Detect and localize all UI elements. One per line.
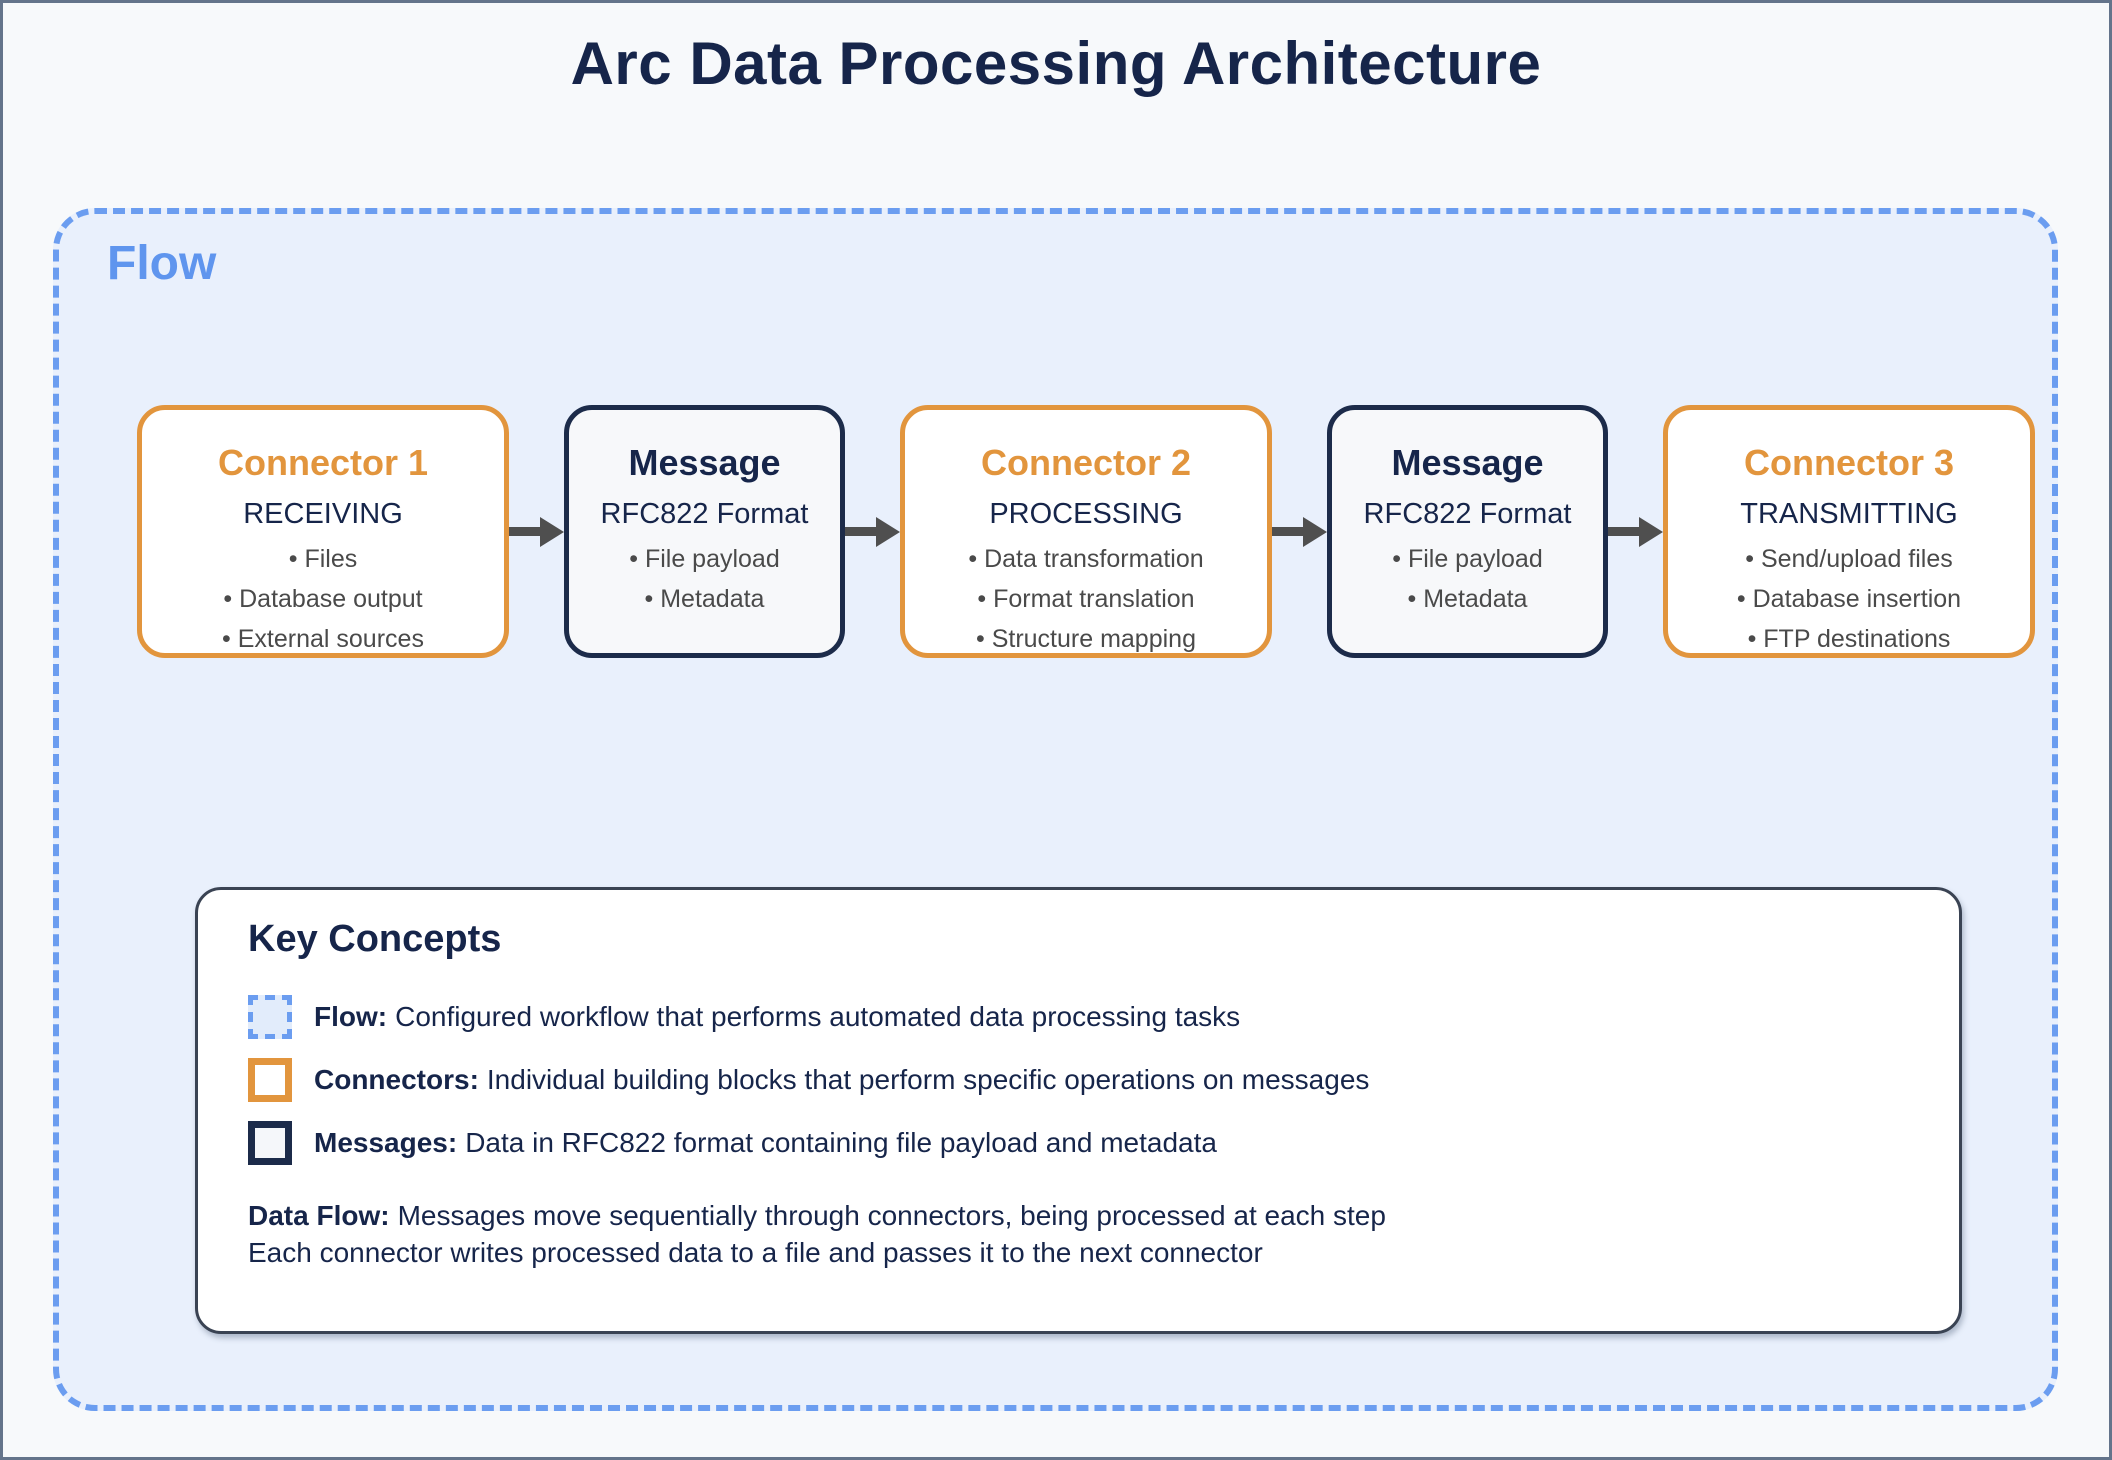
box-title: Connector 3 xyxy=(1743,442,1955,483)
legend-description: Configured workflow that performs automa… xyxy=(395,1001,1241,1032)
connector-3-box: Connector 3 TRANSMITTING Send/upload fil… xyxy=(1663,405,2035,658)
data-flow-label: Data Flow: xyxy=(248,1200,390,1231)
bullet-item: Structure mapping xyxy=(905,619,1267,659)
bullet-item: Files xyxy=(142,539,504,579)
bullet-item: Format translation xyxy=(905,579,1267,619)
flow-label: Flow xyxy=(107,237,217,290)
bullet-item: Send/upload files xyxy=(1668,539,2030,579)
legend-item-connectors: Connectors:Individual building blocks th… xyxy=(248,1058,1909,1102)
right-arrow-icon xyxy=(845,516,900,547)
bullet-item: Database output xyxy=(142,579,504,619)
box-bullet-list: Send/upload files Database insertion FTP… xyxy=(1668,539,2030,659)
bullet-item: Database insertion xyxy=(1668,579,2030,619)
page-title: Arc Data Processing Architecture xyxy=(570,30,1542,97)
box-title: Message xyxy=(1391,442,1544,483)
message-1-box: Message RFC822 Format File payload Metad… xyxy=(564,405,845,658)
connector-1-box: Connector 1 RECEIVING Files Database out… xyxy=(137,405,509,658)
box-subtitle: RFC822 Format xyxy=(1363,498,1572,530)
right-arrow-icon xyxy=(1608,516,1663,547)
connector-swatch-icon xyxy=(248,1058,292,1102)
box-subtitle: RFC822 Format xyxy=(600,498,809,530)
right-arrow-icon xyxy=(509,516,564,547)
key-concepts-panel: Key Concepts Flow:Configured workflow th… xyxy=(195,887,1962,1334)
right-arrow-icon xyxy=(1272,516,1327,547)
box-subtitle: TRANSMITTING xyxy=(1740,498,1958,530)
bullet-item: File payload xyxy=(1332,539,1603,579)
box-subtitle: PROCESSING xyxy=(989,498,1183,530)
box-title: Connector 2 xyxy=(980,442,1192,483)
bullet-item: Metadata xyxy=(1332,579,1603,619)
box-title: Message xyxy=(628,442,781,483)
flow-container: Flow Connector 1 RECEIVING Files Databas… xyxy=(53,208,2058,1411)
bullet-item: External sources xyxy=(142,619,504,659)
legend-description: Data in RFC822 format containing file pa… xyxy=(465,1127,1217,1158)
bullet-item: Metadata xyxy=(569,579,840,619)
data-flow-line2: Each connector writes processed data to … xyxy=(248,1237,1263,1268)
legend-item-flow: Flow:Configured workflow that performs a… xyxy=(248,995,1909,1039)
legend-label: Connectors: xyxy=(314,1064,479,1095)
data-flow-note: Data Flow:Messages move sequentially thr… xyxy=(248,1197,1909,1271)
legend-label: Flow: xyxy=(314,1001,388,1032)
flow-boxes-row: Connector 1 RECEIVING Files Database out… xyxy=(137,405,2035,658)
legend-description: Individual building blocks that perform … xyxy=(486,1064,1370,1095)
box-bullet-list: Files Database output External sources xyxy=(142,539,504,659)
box-title: Connector 1 xyxy=(217,442,429,483)
legend-item-messages: Messages:Data in RFC822 format containin… xyxy=(248,1121,1909,1165)
flow-swatch-icon xyxy=(248,995,292,1039)
message-swatch-icon xyxy=(248,1121,292,1165)
data-flow-line1: Messages move sequentially through conne… xyxy=(397,1200,1386,1231)
message-2-box: Message RFC822 Format File payload Metad… xyxy=(1327,405,1608,658)
key-concepts-title: Key Concepts xyxy=(248,918,502,960)
bullet-item: FTP destinations xyxy=(1668,619,2030,659)
bullet-item: Data transformation xyxy=(905,539,1267,579)
legend-label: Messages: xyxy=(314,1127,458,1158)
bullet-item: File payload xyxy=(569,539,840,579)
box-bullet-list: Data transformation Format translation S… xyxy=(905,539,1267,659)
connector-2-box: Connector 2 PROCESSING Data transformati… xyxy=(900,405,1272,658)
box-bullet-list: File payload Metadata xyxy=(569,539,840,619)
box-subtitle: RECEIVING xyxy=(243,498,403,530)
box-bullet-list: File payload Metadata xyxy=(1332,539,1603,619)
